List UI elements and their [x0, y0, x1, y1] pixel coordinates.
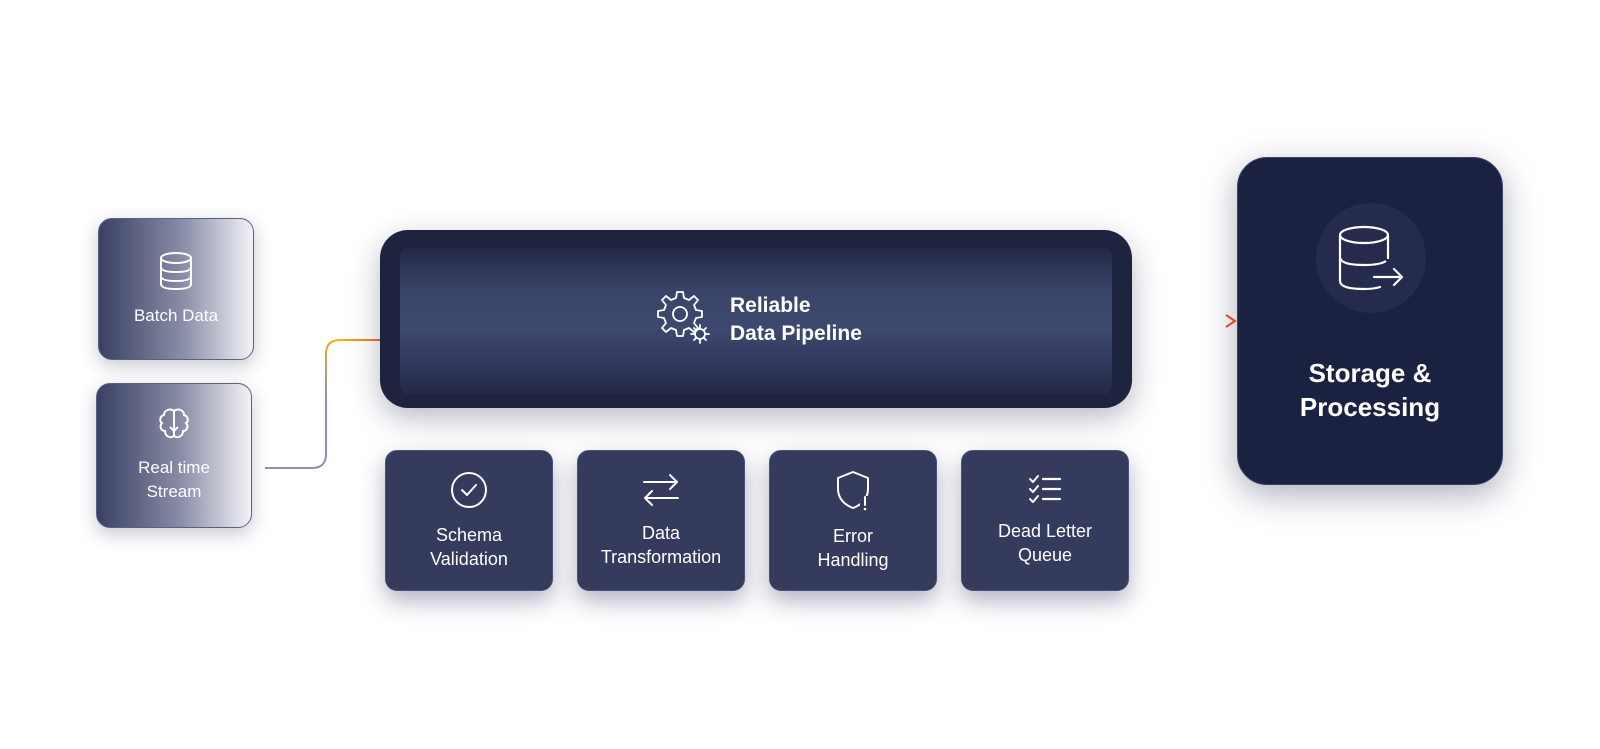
swap-arrows-icon: [640, 472, 682, 513]
feature-schema-validation: Schema Validation: [385, 450, 553, 591]
pipeline-flow-lines: [515, 318, 1010, 320]
source-realtime-stream: Real time Stream: [96, 383, 252, 528]
brain-icon: [156, 407, 192, 448]
pipeline-bar: Reliable Data Pipeline: [380, 230, 1132, 408]
feature-dead-letter-queue: Dead Letter Queue: [961, 450, 1129, 591]
feature-label: Dead Letter Queue: [997, 521, 1093, 565]
database-export-icon: [1336, 225, 1408, 298]
check-circle-icon: [449, 470, 489, 515]
shield-alert-icon: [833, 469, 873, 516]
gears-icon: [652, 288, 714, 355]
feature-label: Data Transformation: [600, 523, 722, 567]
feature-data-transformation: Data Transformation: [577, 450, 745, 591]
source-batch-data: Batch Data: [98, 218, 254, 360]
feature-error-handling: Error Handling: [769, 450, 937, 591]
database-icon: [158, 251, 194, 296]
pipeline-channel: [400, 248, 1112, 394]
destination-label: Storage & Processing: [1299, 358, 1441, 422]
arrow-head-icon: [1225, 314, 1237, 328]
pipeline-title: Reliable Data Pipeline: [730, 294, 862, 345]
feature-label: Error Handling: [817, 526, 889, 570]
connector-stream: [265, 339, 390, 469]
feature-label: Schema Validation: [430, 525, 508, 569]
checklist-icon: [1027, 474, 1063, 511]
storage-icon-circle: [1316, 203, 1426, 313]
source-label: Batch Data: [133, 305, 219, 325]
destination-storage: Storage & Processing: [1237, 157, 1503, 485]
source-label: Real time Stream: [138, 458, 210, 501]
